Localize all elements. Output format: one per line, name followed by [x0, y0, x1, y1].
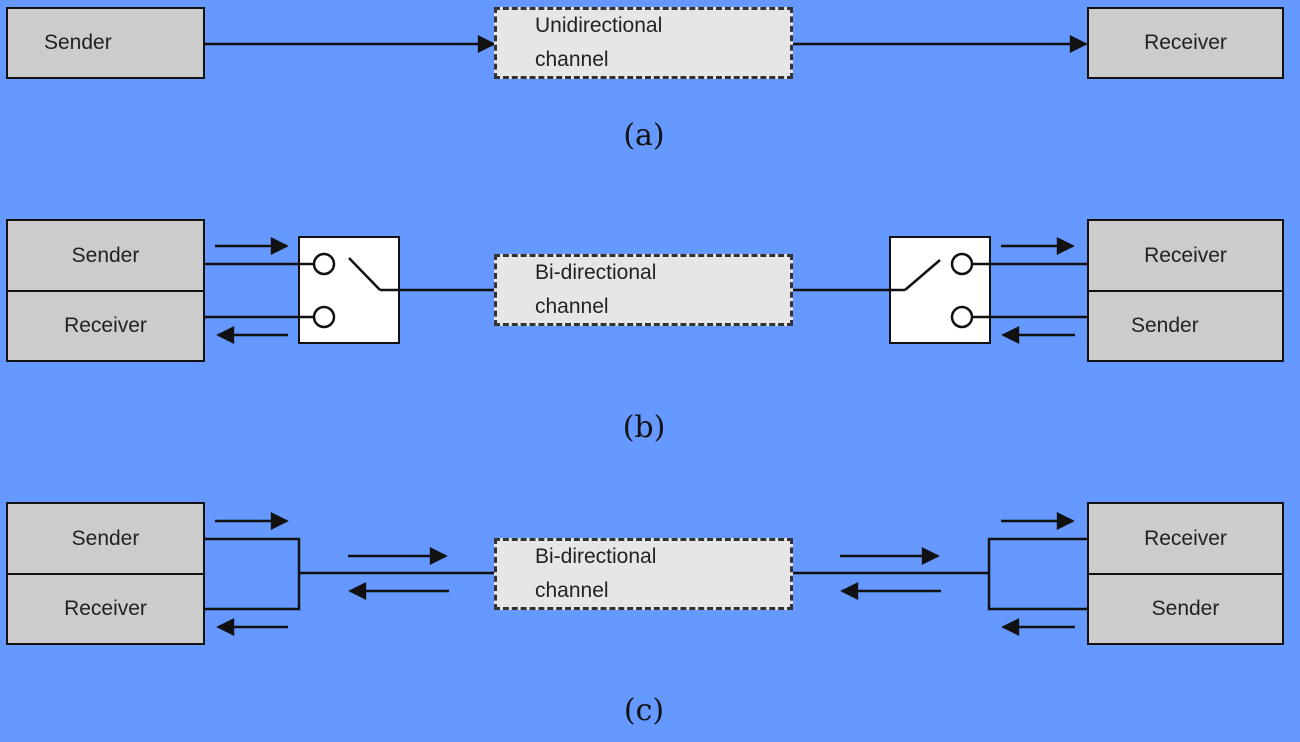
a-sender-box: Sender — [6, 7, 205, 79]
b-left-switch-lever — [348, 257, 381, 291]
b-left-receiver-box: Receiver — [6, 290, 205, 362]
c-right-sender-label: Sender — [1151, 597, 1220, 620]
c-channel-label-line1: Bi-directional — [535, 545, 657, 568]
b-left-sender-box: Sender — [6, 219, 205, 292]
b-channel-label-line1: Bi-directional — [535, 261, 657, 284]
caption-a: (a) — [623, 118, 665, 153]
a-sender-label: Sender — [44, 31, 112, 54]
c-channel-label-line2: channel — [535, 579, 609, 602]
b-right-receiver-box: Receiver — [1087, 219, 1284, 292]
c-right-sender-box: Sender — [1087, 573, 1284, 645]
a-receiver-label: Receiver — [1144, 31, 1227, 54]
b-right-contact-top — [950, 252, 974, 276]
caption-c: (c) — [623, 693, 665, 728]
c-left-sender-box: Sender — [6, 502, 205, 575]
b-right-sender-label: Sender — [1131, 314, 1199, 337]
a-unidirectional-channel: Unidirectional channel — [494, 7, 793, 79]
b-bidirectional-channel: Bi-directional channel — [494, 254, 793, 326]
a-channel-label-line2: channel — [535, 48, 609, 71]
c-right-receiver-label: Receiver — [1144, 526, 1227, 550]
b-left-contact-bottom — [312, 305, 336, 329]
c-left-receiver-label: Receiver — [64, 597, 147, 620]
c-left-receiver-box: Receiver — [6, 573, 205, 645]
c-bidirectional-channel: Bi-directional channel — [494, 538, 793, 610]
c-left-sender-label: Sender — [71, 526, 140, 550]
c-right-receiver-box: Receiver — [1087, 502, 1284, 575]
b-right-switch-lever — [904, 259, 941, 291]
a-receiver-box: Receiver — [1087, 7, 1284, 79]
b-left-receiver-label: Receiver — [64, 314, 147, 337]
b-left-sender-label: Sender — [71, 243, 140, 267]
b-left-contact-top — [312, 252, 336, 276]
caption-b: (b) — [622, 410, 666, 445]
c-left-junction — [205, 537, 301, 611]
b-right-sender-box: Sender — [1087, 290, 1284, 362]
b-right-receiver-label: Receiver — [1144, 243, 1227, 267]
a-channel-label-line1: Unidirectional — [535, 14, 663, 37]
b-right-contact-bottom — [950, 305, 974, 329]
c-right-junction — [987, 537, 1087, 611]
b-channel-label-line2: channel — [535, 295, 609, 318]
